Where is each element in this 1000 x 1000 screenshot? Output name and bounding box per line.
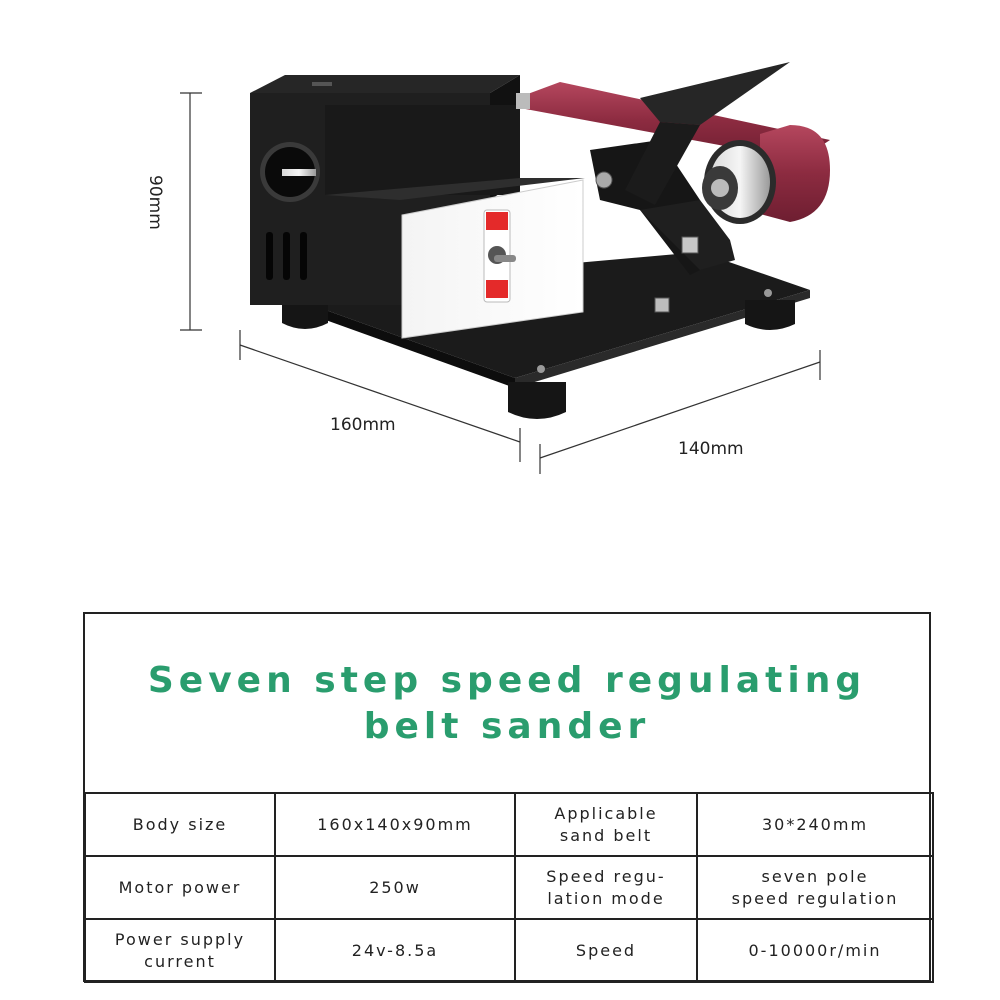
spec-label-speed: Speed — [514, 918, 698, 983]
spec-value-power-supply: 24v-8.5a — [274, 918, 516, 983]
label-line: Power supply — [114, 929, 246, 949]
label-line: Applicable — [554, 803, 658, 823]
label-line: sand belt — [559, 825, 653, 845]
label-line: Speed regu- — [546, 866, 666, 886]
dimension-lines — [180, 92, 821, 474]
width-dimension-label: 140mm — [678, 439, 744, 459]
value-line: speed regulation — [731, 888, 899, 908]
label-line: current — [144, 951, 216, 971]
spec-label-motor-power: Motor power — [84, 855, 276, 920]
spec-label-power-supply: Power supply current — [84, 918, 276, 983]
housing-step — [325, 105, 520, 195]
table-row: Power supply current 24v-8.5a Speed 0-10… — [84, 918, 934, 983]
length-dimension-label: 160mm — [330, 415, 396, 435]
spec-value-motor-power: 250w — [274, 855, 516, 920]
adjustment-bolts — [595, 171, 699, 313]
height-dimension-label: 90mm — [145, 175, 165, 230]
rubber-feet — [282, 298, 795, 419]
motor-housing-top — [250, 75, 520, 93]
vent-slots — [266, 232, 307, 280]
spec-sheet: Seven step speed regulating belt sander … — [83, 612, 934, 983]
spec-value-sand-belt: 30*240mm — [696, 792, 934, 857]
table-row: Body size 160x140x90mm Applicable sand b… — [84, 792, 934, 857]
spec-value-body-size: 160x140x90mm — [274, 792, 516, 857]
pulley-wheel — [702, 140, 776, 224]
spec-value-speed: 0-10000r/min — [696, 918, 934, 983]
tool-rest — [640, 62, 790, 125]
spec-label-sand-belt: Applicable sand belt — [514, 792, 698, 857]
base-screws — [537, 289, 772, 373]
value-line: seven pole — [761, 866, 869, 886]
toggle-switch-icon — [483, 209, 516, 303]
spec-label-body-size: Body size — [84, 792, 276, 857]
spec-title-line-2: belt sander — [363, 706, 651, 747]
spec-title: Seven step speed regulating belt sander — [85, 614, 929, 794]
product-illustration: 90mm 160mm 140mm — [145, 62, 830, 474]
label-line: lation mode — [547, 888, 665, 908]
spec-label-speed-mode: Speed regu- lation mode — [514, 855, 698, 920]
spec-value-speed-mode: seven pole speed regulation — [696, 855, 934, 920]
spec-title-line-1: Seven step speed regulating — [147, 660, 867, 701]
table-row: Motor power 250w Speed regu- lation mode… — [84, 855, 934, 920]
spec-table: Body size 160x140x90mm Applicable sand b… — [84, 792, 934, 983]
